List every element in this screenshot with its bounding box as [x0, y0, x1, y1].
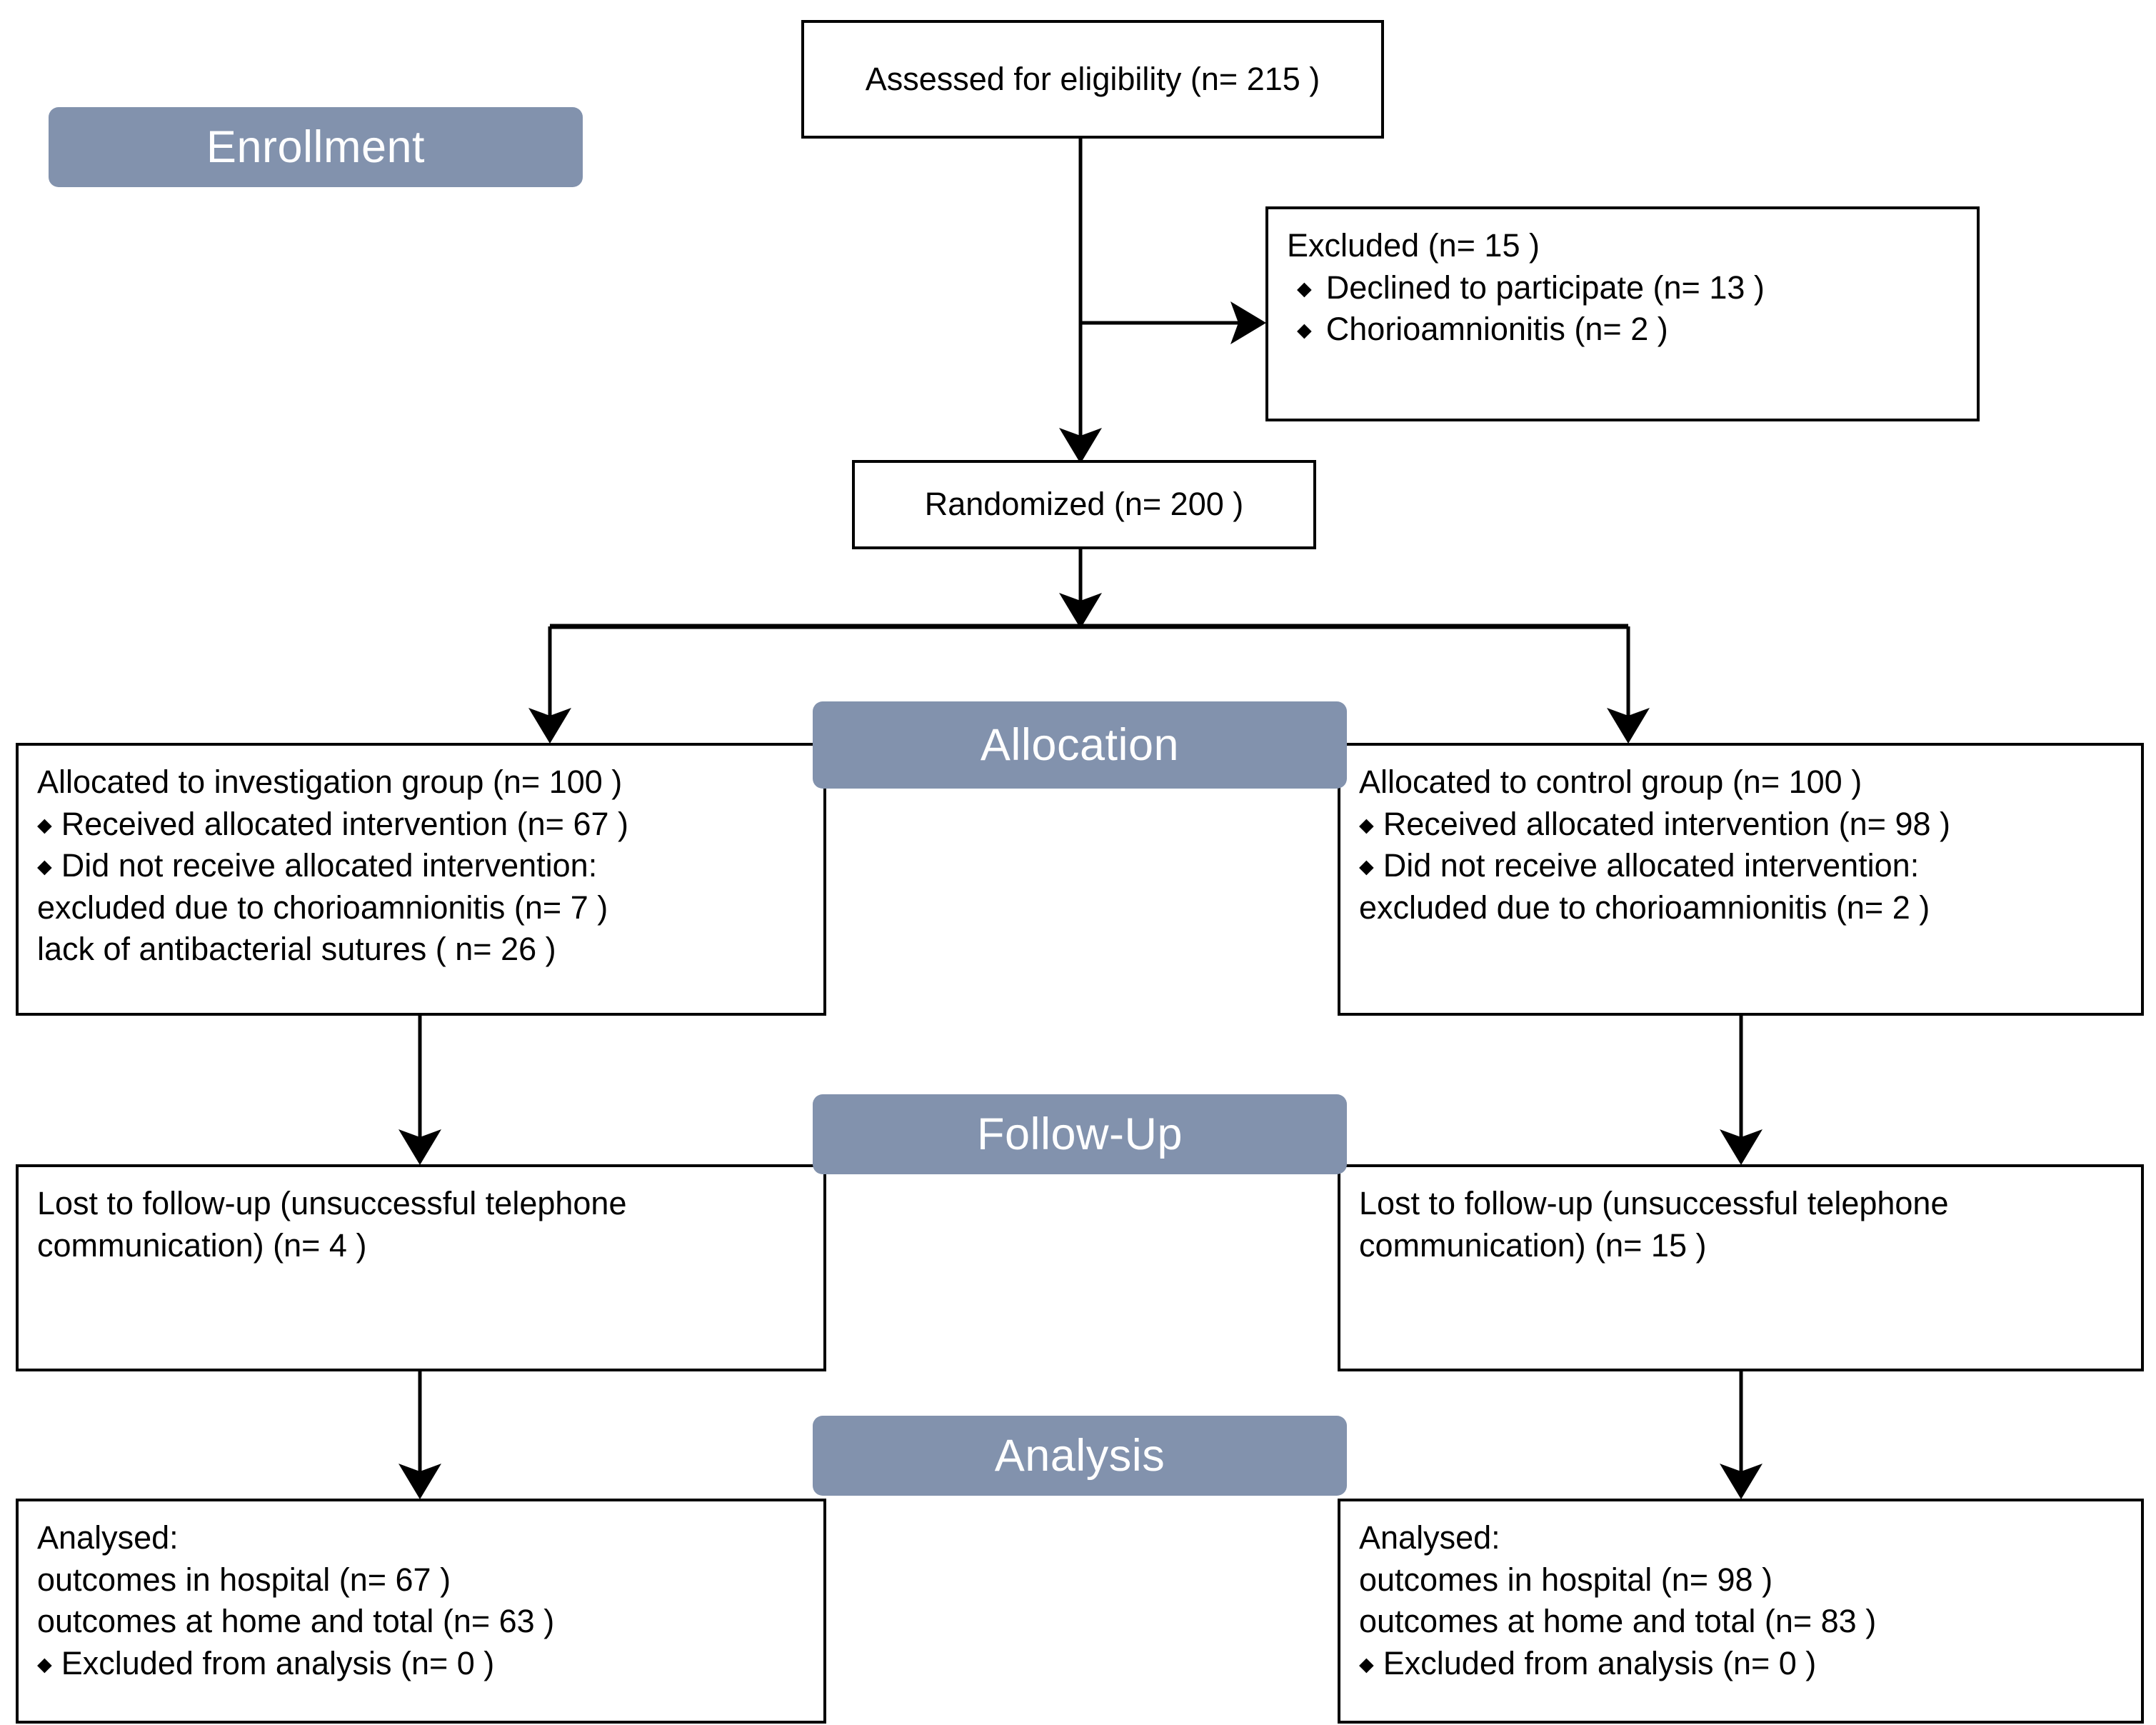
node-allocation-investigation-group: Allocated to investigation group (n= 100… [16, 743, 826, 1016]
node-excluded: Excluded (n= 15 ) Declined to participat… [1265, 206, 1980, 421]
node-analysis-left-line-2: outcomes in hospital (n= 67 ) [37, 1561, 451, 1598]
node-analysis-right-line-2: outcomes in hospital (n= 98 ) [1359, 1561, 1773, 1598]
stage-banner-allocation: Allocation [813, 701, 1347, 789]
node-analysis-left-line-4: Excluded from analysis (n= 0 ) [37, 1643, 805, 1685]
node-lost-to-follow-up-control: Lost to follow-up (unsuccessful telephon… [1338, 1164, 2144, 1371]
node-alloc-left-line-1: Allocated to investigation group (n= 100… [37, 764, 623, 800]
node-analysis-right-line-3: outcomes at home and total (n= 83 ) [1359, 1603, 1877, 1639]
node-excluded-line-3: Chorioamnionitis (n= 2 ) [1287, 309, 1958, 351]
node-assessed-for-eligibility: Assessed for eligibility (n= 215 ) [801, 20, 1384, 139]
node-excluded-line-2: Declined to participate (n= 13 ) [1287, 267, 1958, 309]
node-alloc-left-line-2: Received allocated intervention (n= 67 ) [37, 804, 805, 846]
stage-banner-analysis-label: Analysis [994, 1431, 1165, 1481]
node-randomized: Randomized (n= 200 ) [852, 460, 1316, 549]
node-analysis-left-line-3: outcomes at home and total (n= 63 ) [37, 1603, 555, 1639]
node-assessed-line-1: Assessed for eligibility (n= 215 ) [865, 60, 1320, 97]
node-follow-right-line-1: Lost to follow-up (unsuccessful telephon… [1359, 1185, 1949, 1221]
node-analysis-control: Analysed: outcomes in hospital (n= 98 ) … [1338, 1499, 2144, 1724]
node-allocation-control-group: Allocated to control group (n= 100 ) Rec… [1338, 743, 2144, 1016]
node-alloc-right-line-4: excluded due to chorioamnionitis (n= 2 ) [1359, 889, 1930, 926]
node-alloc-right-line-2: Received allocated intervention (n= 98 ) [1359, 804, 2122, 846]
node-randomized-line-1: Randomized (n= 200 ) [924, 486, 1244, 523]
node-follow-right-line-2: communication) (n= 15 ) [1359, 1226, 1707, 1264]
node-excluded-line-1: Excluded (n= 15 ) [1287, 227, 1540, 264]
node-alloc-right-line-3: Did not receive allocated intervention: [1359, 845, 2122, 887]
node-analysis-right-line-1: Analysed: [1359, 1519, 1500, 1556]
node-analysis-left-line-1: Analysed: [37, 1519, 179, 1556]
node-analysis-investigation: Analysed: outcomes in hospital (n= 67 ) … [16, 1499, 826, 1724]
stage-banner-follow-up-label: Follow-Up [976, 1109, 1183, 1159]
node-alloc-left-line-4: excluded due to chorioamnionitis (n= 7 ) [37, 889, 608, 926]
stage-banner-allocation-label: Allocation [980, 720, 1180, 770]
stage-banner-follow-up: Follow-Up [813, 1094, 1347, 1174]
node-alloc-right-line-1: Allocated to control group (n= 100 ) [1359, 764, 1862, 800]
stage-banner-enrollment-label: Enrollment [206, 122, 426, 172]
node-follow-left-line-1: Lost to follow-up (unsuccessful telephon… [37, 1185, 627, 1221]
node-follow-left-line-2: communication) (n= 4 ) [37, 1226, 367, 1264]
node-analysis-right-line-4: Excluded from analysis (n= 0 ) [1359, 1643, 2122, 1685]
node-lost-to-follow-up-investigation: Lost to follow-up (unsuccessful telephon… [16, 1164, 826, 1371]
node-alloc-left-line-5: lack of antibacterial sutures ( n= 26 ) [37, 931, 556, 967]
stage-banner-enrollment: Enrollment [49, 107, 583, 187]
node-alloc-left-line-3: Did not receive allocated intervention: [37, 845, 805, 887]
stage-banner-analysis: Analysis [813, 1416, 1347, 1496]
